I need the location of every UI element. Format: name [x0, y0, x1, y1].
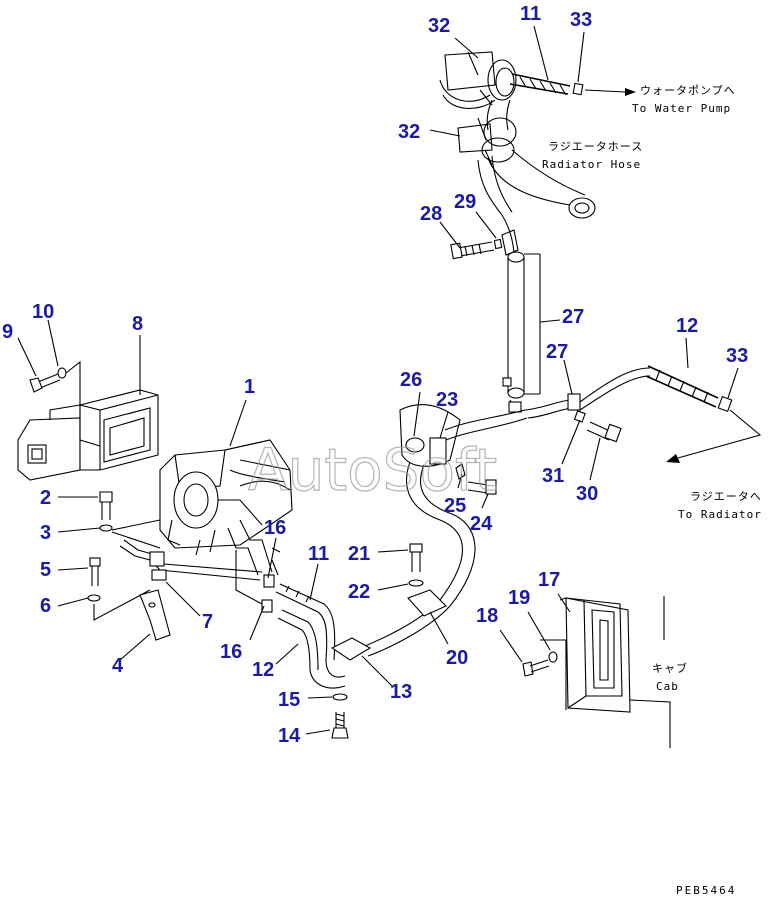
heater-hoses: [275, 543, 424, 739]
part-number-32-top: 32: [428, 15, 450, 37]
radiator-hose-note-en: Radiator Hose: [542, 158, 641, 171]
hose-to-radiator: [524, 365, 762, 463]
line-art: [17, 25, 762, 748]
radiator-hose-assembly: [439, 51, 636, 260]
part-number-31: 31: [542, 465, 564, 487]
part-number-2: 2: [40, 487, 51, 509]
part-number-13: 13: [390, 681, 412, 703]
part-number-15: 15: [278, 689, 300, 711]
part-number-5: 5: [40, 559, 51, 581]
to-radiator-note-jp: ラジエータへ: [690, 490, 762, 503]
part-number-7: 7: [202, 611, 213, 633]
cab-seal: [522, 596, 671, 748]
part-number-27-lower: 27: [546, 341, 568, 363]
drawing-code: PEB5464: [676, 884, 736, 897]
part-number-33-right: 33: [726, 345, 748, 367]
part-number-33-top: 33: [570, 9, 592, 31]
part-number-19: 19: [508, 587, 530, 609]
part-numbers: 1 2 3 4 5 6 7 8 9 10 11 11 12 12 13 14 1…: [2, 3, 748, 747]
leader-lines: [17, 25, 739, 735]
part-number-8: 8: [132, 313, 143, 335]
part-number-20: 20: [446, 647, 468, 669]
annotations: ウォータポンプへ To Water Pump ラジエータホース Radiator…: [542, 84, 762, 897]
pipe-27: [502, 251, 541, 413]
part-number-11-lower: 11: [308, 543, 329, 565]
part-number-11-top: 11: [520, 3, 541, 25]
watermark-text: AutoSoft: [248, 436, 497, 504]
part-number-9: 9: [2, 321, 13, 343]
part-number-23: 23: [436, 389, 458, 411]
cab-note-jp: キャブ: [652, 661, 688, 675]
water-pump-note-en: To Water Pump: [632, 102, 731, 115]
part-number-21: 21: [348, 543, 370, 565]
part-number-10: 10: [32, 301, 54, 323]
part-number-28: 28: [420, 203, 442, 225]
valve-assembly: [359, 404, 528, 657]
part-number-32-lower: 32: [398, 121, 420, 143]
part-number-3: 3: [40, 522, 51, 544]
part-number-27-upper: 27: [562, 306, 584, 328]
part-number-18: 18: [476, 605, 498, 627]
part-number-12-right: 12: [676, 315, 698, 337]
part-number-6: 6: [40, 595, 51, 617]
to-radiator-note-en: To Radiator: [678, 508, 762, 521]
part-number-1: 1: [244, 376, 255, 398]
radiator-hose-note-jp: ラジエータホース: [548, 140, 643, 153]
part-number-29: 29: [454, 191, 476, 213]
cab-note-en: Cab: [656, 680, 679, 693]
duct-8: [17, 360, 159, 481]
part-number-16-upper: 16: [264, 517, 286, 539]
heater-unit: [87, 439, 293, 641]
part-number-30: 30: [576, 483, 598, 505]
part-number-16-lower: 16: [220, 641, 242, 663]
part-number-24: 24: [470, 513, 493, 535]
part-number-4: 4: [112, 655, 124, 677]
water-pump-note-jp: ウォータポンプへ: [640, 84, 736, 97]
part-number-26: 26: [400, 369, 422, 391]
part-number-17: 17: [538, 569, 560, 591]
part-number-14: 14: [278, 725, 301, 747]
part-number-25: 25: [444, 495, 466, 517]
part-number-12-lower: 12: [252, 659, 274, 681]
part-number-22: 22: [348, 581, 370, 603]
